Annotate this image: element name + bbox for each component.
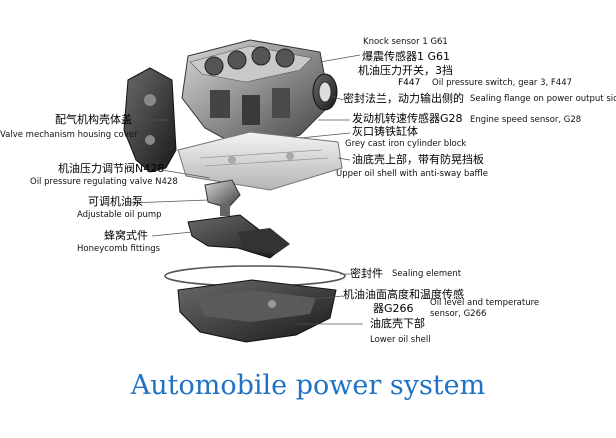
upper-shell-label-zh: 油底壳上部，带有防晃挡板	[352, 153, 484, 166]
sealing-flange-label-zh: 密封法兰，动力输出侧的	[343, 92, 464, 105]
knock-sensor-label-zh: 爆震传感器1 G61	[362, 50, 451, 63]
honeycomb-label-en: Honeycomb fittings	[77, 244, 161, 254]
upper-shell-label-en: Upper oil shell with anti-sway baffle	[336, 169, 488, 179]
regulating-valve-label-zh: 机油压力调节阀N428	[58, 162, 165, 175]
sealing-element-label-en: Sealing element	[392, 269, 462, 279]
honeycomb-fittings-shape	[187, 214, 290, 259]
speed-sensor-label-en: Engine speed sensor, G28	[470, 115, 582, 125]
cylinder-block-shape	[181, 39, 331, 151]
oil-switch-label-en: Oil pressure switch, gear 3, F447	[432, 78, 573, 88]
lower-oil-shell-shape	[177, 279, 337, 343]
oil-pump-shape	[204, 179, 241, 216]
sealing-flange-label-en: Sealing flange on power output side	[470, 94, 616, 104]
level-sensor-label-zh: 机油油面高度和温度传感	[343, 288, 464, 301]
level-sensor-label-en: Oil level and temperature	[430, 298, 540, 308]
regulating-valve-label-en: Oil pressure regulating valve N428	[30, 177, 178, 187]
honeycomb-label-zh: 蜂窝式件	[104, 229, 148, 242]
oil-switch-code: F447	[398, 78, 421, 88]
oil-pump-label-en: Adjustable oil pump	[77, 210, 162, 220]
lower-shell-label-en: Lower oil shell	[370, 335, 431, 345]
lower-shell-label-zh: 油底壳下部	[370, 317, 425, 330]
cylinder-block-label-zh: 灰口铸铁缸体	[352, 125, 418, 138]
level-sensor-label-en2: sensor, G266	[430, 309, 487, 319]
sealing-element-label-zh: 密封件	[350, 267, 383, 280]
sealing-flange-shape	[312, 73, 338, 111]
oil-pump-label-zh: 可调机油泵	[88, 195, 143, 208]
level-sensor-label-zh2: 器G266	[373, 302, 414, 315]
knock-sensor-label-en: Knock sensor 1 G61	[363, 37, 448, 47]
cylinder-block-label-en: Grey cast iron cylinder block	[345, 139, 467, 149]
upper-oil-shell-shape	[177, 131, 343, 191]
page-title: Automobile power system	[130, 370, 486, 401]
valve-cover-label-en: Valve mechanism housing cover	[0, 130, 138, 140]
valve-cover-label-zh: 配气机构壳体盖	[55, 113, 132, 126]
oil-switch-label-zh: 机油压力开关，3挡	[358, 64, 453, 77]
speed-sensor-label-zh: 发动机转速传感器G28	[352, 112, 463, 125]
leader-lines	[129, 54, 363, 325]
